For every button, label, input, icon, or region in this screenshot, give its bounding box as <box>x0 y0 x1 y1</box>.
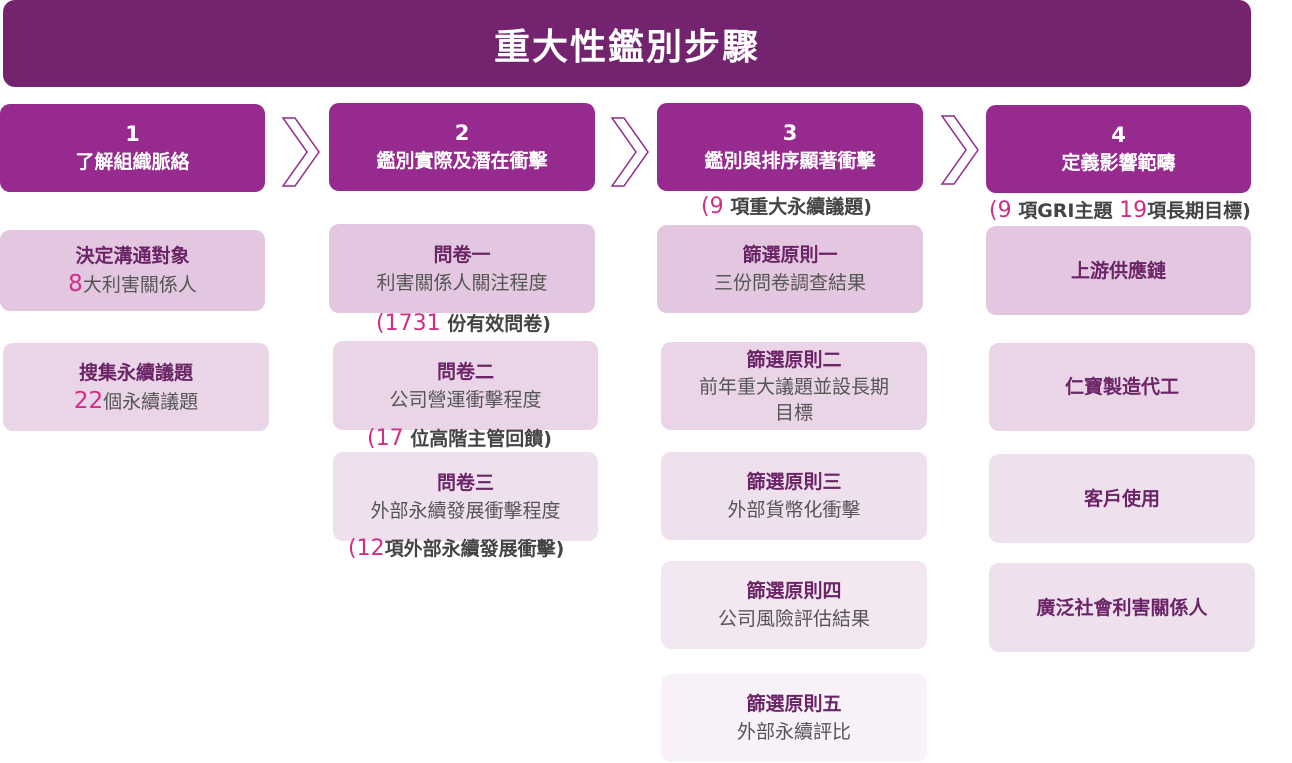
col1-box-audience: 決定溝通對象 8大利害關係人 <box>0 230 265 311</box>
note-number: 17 <box>375 426 404 451</box>
col1-box-topics: 搜集永續議題 22個永續議題 <box>3 343 269 431</box>
step-label: 了解組織脈絡 <box>75 151 190 173</box>
col3-box-criteria-3: 篩選原則三 外部貨幣化衝擊 <box>661 452 927 540</box>
note-text: 份有效問卷) <box>440 313 551 335</box>
note-number: 1731 <box>384 311 441 336</box>
col4-box-upstream: 上游供應鏈 <box>986 226 1251 315</box>
col2-note-2: (17 位高階主管回饋) <box>367 426 552 452</box>
page-title: 重大性鑑別步驟 <box>493 26 760 68</box>
box-heading: 篩選原則二 <box>746 349 842 371</box>
step-label: 鑑別實際及潛在衝擊 <box>376 150 548 172</box>
step-3: 3 鑑別與排序顯著衝擊 <box>657 103 923 191</box>
note-number: 12 <box>356 536 385 561</box>
box-text: 22個永續議題 <box>74 387 198 416</box>
box-text: 外部貨幣化衝擊 <box>727 499 861 521</box>
step-number: 4 <box>1111 123 1126 147</box>
col4-box-customer: 客戶使用 <box>989 454 1255 543</box>
box-heading: 仁寶製造代工 <box>1064 376 1179 398</box>
count-label: 個永續議題 <box>103 390 199 413</box>
box-heading: 決定溝通對象 <box>75 245 190 267</box>
note-number: 9 <box>709 194 724 219</box>
note-number: 9 <box>997 198 1012 223</box>
note-text: 項GRI主題 <box>1011 200 1120 222</box>
title-bar: 重大性鑑別步驟 <box>3 0 1251 87</box>
chevron-right-icon <box>940 115 979 185</box>
note-paren: ( <box>376 311 385 336</box>
box-heading: 廣泛社會利害關係人 <box>1036 596 1208 619</box>
box-text: 外部永續評比 <box>736 721 851 743</box>
col3-box-criteria-5: 篩選原則五 外部永續評比 <box>661 674 927 762</box>
box-heading: 篩選原則四 <box>746 580 842 602</box>
step-number: 2 <box>454 121 470 145</box>
box-heading: 上游供應鏈 <box>1070 259 1166 282</box>
box-heading: 篩選原則三 <box>746 471 842 493</box>
col2-box-survey-1: 問卷一 利害關係人關注程度 <box>329 224 595 313</box>
box-heading: 問卷一 <box>433 243 491 266</box>
note-text: 項外部永續發展衝擊) <box>384 538 565 560</box>
col3-note: (9 項重大永續議題) <box>701 194 872 220</box>
count-value: 22 <box>73 387 104 414</box>
note-paren: ( <box>701 194 710 219</box>
note-paren: ( <box>348 536 357 561</box>
col3-box-criteria-2: 篩選原則二 前年重大議題並設長期 目標 <box>661 342 927 430</box>
note-text: 項重大永續議題) <box>723 196 872 218</box>
step-label: 鑑別與排序顯著衝擊 <box>704 150 876 172</box>
col2-box-survey-2: 問卷二 公司營運衝擊程度 <box>333 341 598 430</box>
box-heading: 篩選原則五 <box>746 693 842 715</box>
chevron-right-icon <box>610 117 649 187</box>
col4-box-manufacturing: 仁寶製造代工 <box>989 343 1255 431</box>
count-label: 大利害關係人 <box>82 274 197 296</box>
col2-note-3: (12項外部永續發展衝擊) <box>348 536 564 562</box>
box-text: 利害關係人關注程度 <box>376 271 548 294</box>
box-text: 三份問卷調查結果 <box>713 272 866 294</box>
box-heading: 問卷三 <box>436 471 494 494</box>
step-label: 定義影響範疇 <box>1061 152 1176 174</box>
note-text: 項長期目標) <box>1147 200 1251 222</box>
note-paren: ( <box>367 426 376 451</box>
box-heading: 問卷二 <box>436 360 494 383</box>
step-number: 3 <box>782 121 798 145</box>
box-text: 外部永續發展衝擊程度 <box>370 499 561 522</box>
box-heading: 篩選原則一 <box>742 244 838 266</box>
box-heading: 客戶使用 <box>1083 487 1160 510</box>
box-text: 公司營運衝擊程度 <box>389 388 542 411</box>
count-value: 8 <box>68 271 83 297</box>
col4-box-society: 廣泛社會利害關係人 <box>989 563 1255 652</box>
box-text-line-1: 前年重大議題並設長期 <box>698 376 889 398</box>
box-heading: 搜集永續議題 <box>78 361 193 384</box>
col3-box-criteria-4: 篩選原則四 公司風險評估結果 <box>661 561 927 649</box>
box-text: 8大利害關係人 <box>68 270 197 299</box>
col2-note-1: (1731 份有效問卷) <box>376 311 551 337</box>
note-paren: ( <box>989 198 998 223</box>
box-text-line-2: 目標 <box>774 402 813 424</box>
col3-box-criteria-1: 篩選原則一 三份問卷調查結果 <box>657 225 923 313</box>
step-4: 4 定義影響範疇 <box>986 105 1251 193</box>
step-number: 1 <box>125 122 140 146</box>
note-number: 19 <box>1119 198 1148 223</box>
col4-note: (9 項GRI主題 19項長期目標) <box>989 198 1251 224</box>
note-text: 位高階主管回饋) <box>403 428 552 450</box>
step-2: 2 鑑別實際及潛在衝擊 <box>329 103 595 191</box>
box-text: 公司風險評估結果 <box>717 608 870 630</box>
col2-box-survey-3: 問卷三 外部永續發展衝擊程度 <box>333 452 598 541</box>
step-1: 1 了解組織脈絡 <box>0 104 265 192</box>
chevron-right-icon <box>281 117 320 187</box>
